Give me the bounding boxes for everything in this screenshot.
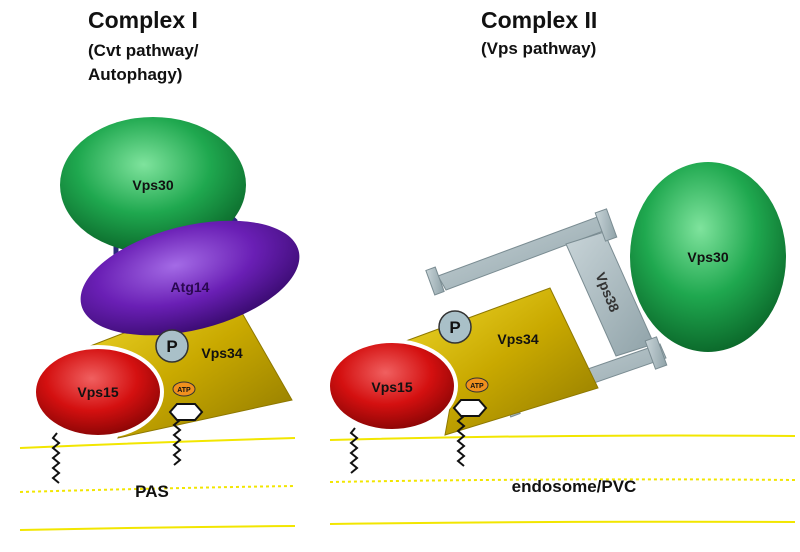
pi-tail-1 [172, 419, 182, 466]
phospho-2-shape [438, 310, 472, 344]
vps15-1-label: Vps15 [77, 384, 118, 400]
atp-1-shape [172, 381, 196, 397]
pi-headgroup-2 [452, 399, 488, 417]
pi-headgroup-1 [168, 403, 204, 421]
pi-tail-2 [456, 415, 466, 467]
lipid-anchor-2 [349, 427, 359, 474]
vps30-2-shape [630, 162, 786, 352]
complex-1-subtitle-line1: (Cvt pathway/ [88, 41, 199, 60]
complex-1: Complex I (Cvt pathway/ Autophagy) Vps30… [19, 7, 300, 531]
complex-1-subtitle-line2: Autophagy) [88, 65, 182, 84]
phospho-1-label: P [166, 337, 177, 356]
vps30-1-label: Vps30 [132, 177, 173, 193]
vps30-2-label: Vps30 [687, 249, 728, 265]
atp-2-shape [465, 377, 489, 393]
pas-label: PAS [135, 482, 169, 501]
complex-2-title: Complex II [481, 7, 597, 33]
lipid-anchor-1 [51, 432, 61, 484]
endosome-pvc-label: endosome/PVC [512, 477, 637, 496]
vps30-1-shape [60, 117, 246, 253]
atg14-1-shape [80, 220, 300, 336]
complex-2-subtitle-line1: (Vps pathway) [481, 39, 596, 58]
vps15-1-shape [32, 345, 164, 439]
complex-2: Complex II (Vps pathway) Vps38 Vps30 [326, 7, 796, 525]
complex-1-title: Complex I [88, 7, 198, 33]
vps34-2-label: Vps34 [497, 331, 538, 347]
vps15-2-label: Vps15 [371, 379, 412, 395]
phospho-2-label: P [449, 318, 460, 337]
phospho-1-shape [155, 329, 189, 363]
atp-1-label: ATP [177, 387, 191, 394]
vps15-2-shape [326, 339, 458, 433]
endosome-membrane [329, 434, 796, 525]
atg14-1-label: Atg14 [171, 279, 210, 295]
atp-2-label: ATP [470, 383, 484, 390]
vps34-1-label: Vps34 [201, 345, 242, 361]
